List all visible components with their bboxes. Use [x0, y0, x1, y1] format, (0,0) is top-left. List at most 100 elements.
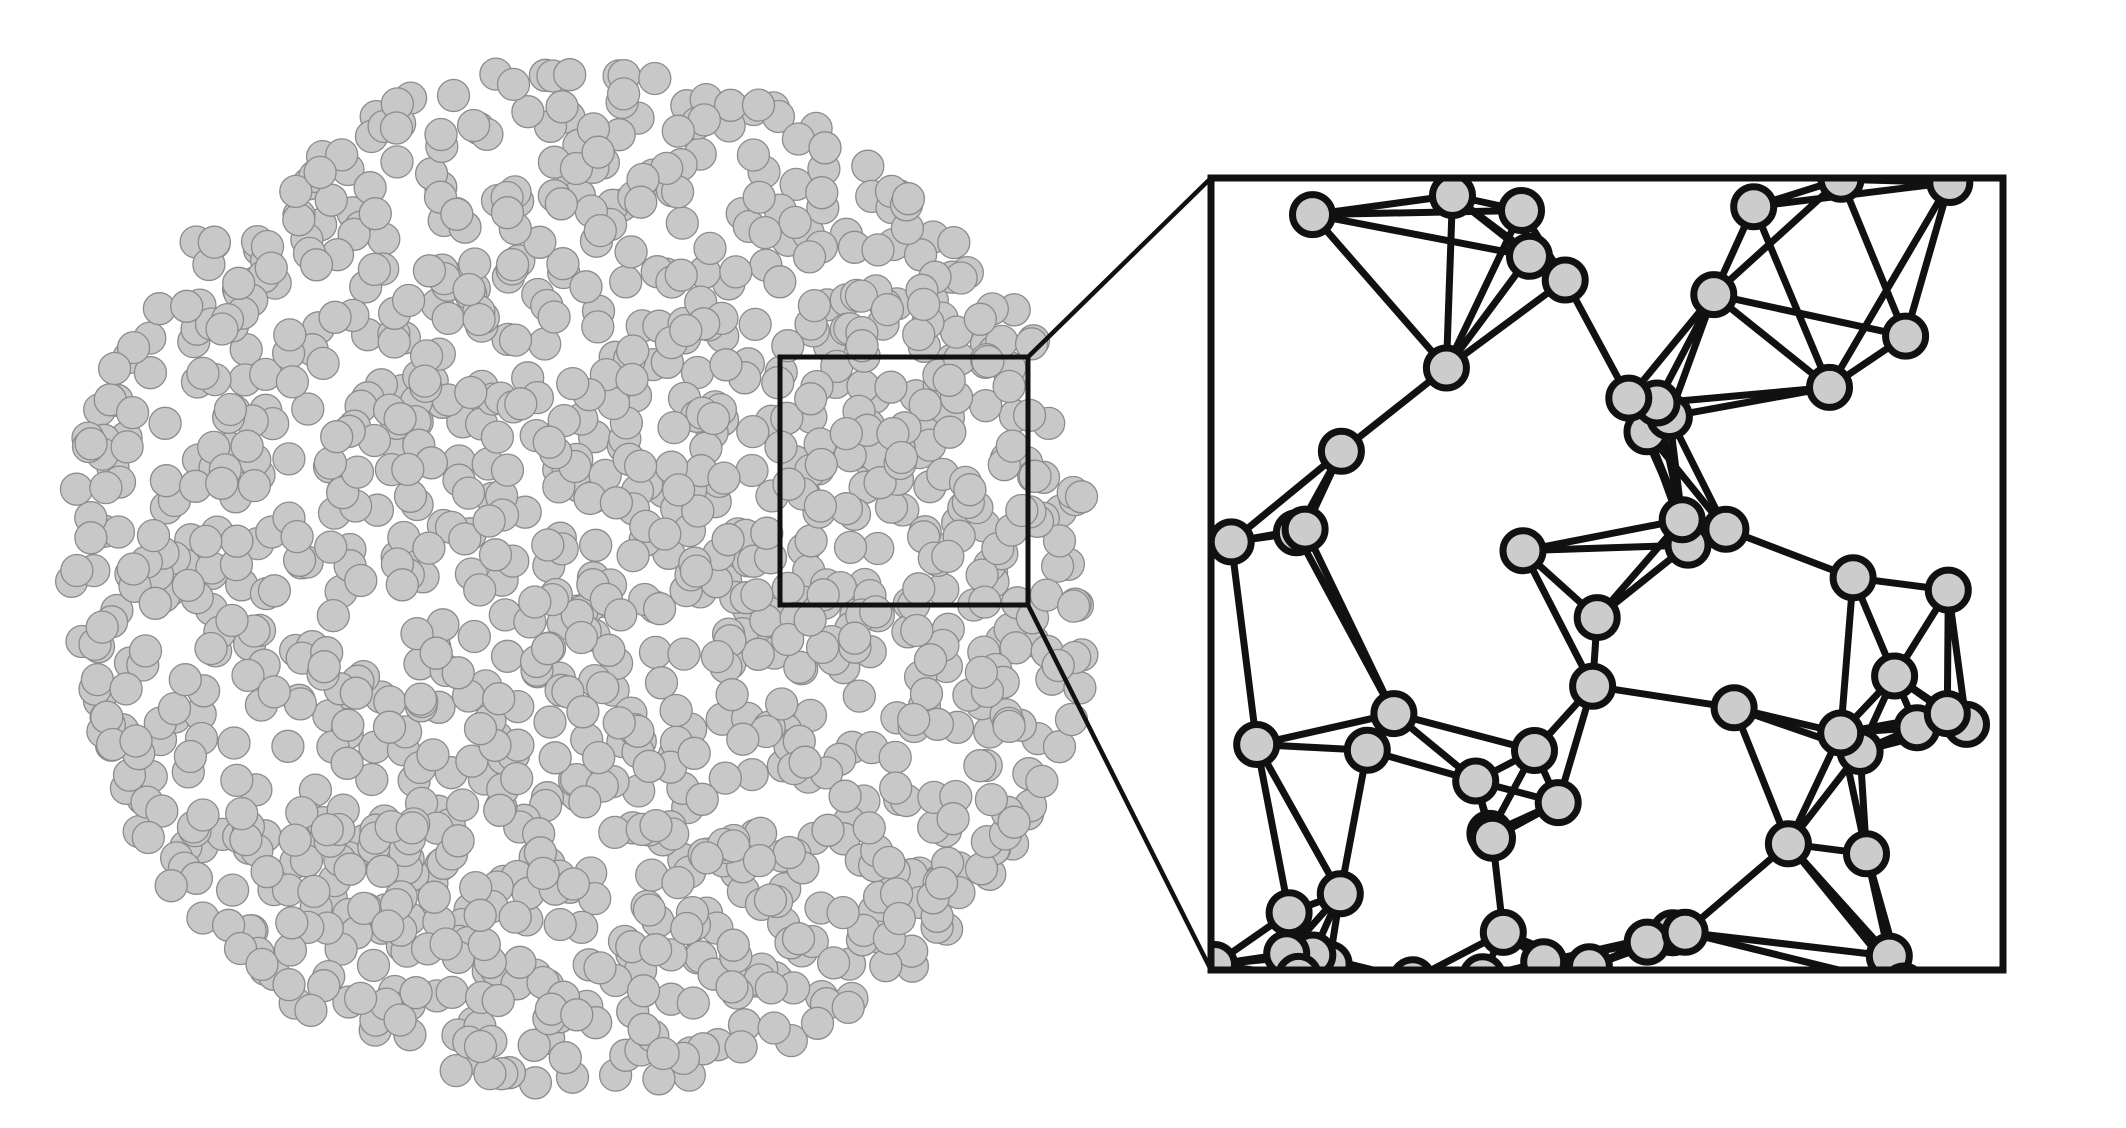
- particle: [793, 603, 827, 637]
- network-edge: [1681, 928, 1893, 960]
- particle: [282, 203, 316, 237]
- particle: [186, 356, 220, 391]
- particle: [154, 869, 188, 903]
- network-edge: [1301, 525, 1398, 718]
- particle: [291, 392, 325, 426]
- particle: [463, 573, 497, 607]
- network-node: [1469, 814, 1516, 862]
- particle: [781, 922, 816, 956]
- particle: [545, 90, 579, 124]
- network-edge: [1227, 538, 1261, 748]
- particle: [230, 429, 264, 463]
- particle: [602, 706, 636, 740]
- particle: [355, 762, 389, 797]
- particle: [829, 416, 863, 451]
- particle: [225, 796, 259, 831]
- particle: [138, 586, 172, 620]
- particle: [754, 971, 788, 1005]
- zoom-leader-bottom: [1025, 603, 1214, 972]
- network-edge: [1227, 447, 1345, 546]
- network-node: [1276, 952, 1321, 967]
- particle: [231, 658, 265, 693]
- particle: [543, 907, 577, 942]
- particle: [490, 196, 525, 230]
- particle: [992, 709, 1026, 744]
- particle: [560, 998, 594, 1032]
- network-node: [1817, 181, 1865, 203]
- particle: [481, 983, 515, 1018]
- particle: [719, 255, 753, 289]
- particle: [753, 883, 788, 917]
- particle: [804, 447, 838, 482]
- particle: [408, 364, 442, 398]
- network-node: [1461, 953, 1505, 967]
- particle: [278, 823, 312, 857]
- particle: [237, 468, 272, 503]
- particle: [60, 553, 94, 588]
- particle: [708, 761, 742, 795]
- network-node: [1422, 344, 1470, 392]
- particle: [604, 598, 638, 632]
- particle: [257, 574, 292, 608]
- particle: [685, 782, 719, 816]
- particle: [676, 986, 710, 1020]
- particle: [272, 442, 306, 476]
- particle: [197, 225, 231, 259]
- particle: [429, 927, 463, 961]
- network-node: [1370, 690, 1418, 738]
- particle: [963, 302, 997, 336]
- particle: [310, 812, 344, 847]
- network-node: [1829, 554, 1877, 602]
- particle: [1014, 327, 1049, 361]
- particle: [992, 369, 1026, 404]
- particle: [445, 788, 480, 822]
- particle: [606, 77, 641, 111]
- network-node: [1281, 505, 1329, 553]
- network-node: [1573, 594, 1621, 642]
- particle: [750, 516, 784, 550]
- particle: [490, 639, 525, 673]
- particle: [902, 317, 936, 352]
- network-node: [1806, 363, 1853, 411]
- particle: [632, 893, 667, 927]
- particle: [215, 873, 250, 907]
- particle: [879, 771, 913, 805]
- particle: [517, 1028, 551, 1062]
- particle: [581, 135, 615, 169]
- network-node: [1343, 726, 1391, 774]
- particle: [741, 637, 775, 671]
- network-node: [1429, 181, 1476, 219]
- particle: [964, 655, 999, 690]
- particle: [440, 197, 474, 231]
- particle: [379, 111, 414, 145]
- particle: [778, 205, 812, 240]
- particle: [963, 749, 997, 783]
- network-edge: [1253, 741, 1344, 898]
- particle: [870, 292, 905, 327]
- particle: [101, 515, 136, 549]
- particle: [89, 470, 123, 505]
- particle: [700, 639, 734, 674]
- network-edge: [1519, 516, 1686, 555]
- particle: [170, 289, 204, 323]
- particle: [273, 318, 307, 352]
- particle: [463, 712, 498, 746]
- particle: [908, 388, 942, 422]
- network-edge: [1837, 181, 1910, 340]
- particle: [736, 414, 770, 449]
- network-edge: [1826, 181, 1954, 391]
- particle: [504, 387, 538, 421]
- particle: [953, 473, 987, 507]
- particle: [583, 951, 617, 985]
- particle: [726, 722, 760, 756]
- particle: [217, 726, 251, 760]
- network-node: [1882, 312, 1930, 360]
- particle: [385, 568, 419, 602]
- particle: [679, 554, 714, 588]
- particle: [771, 622, 805, 657]
- particle: [811, 813, 845, 847]
- network-node: [1233, 721, 1281, 768]
- particle: [1018, 459, 1052, 494]
- particle: [496, 67, 531, 102]
